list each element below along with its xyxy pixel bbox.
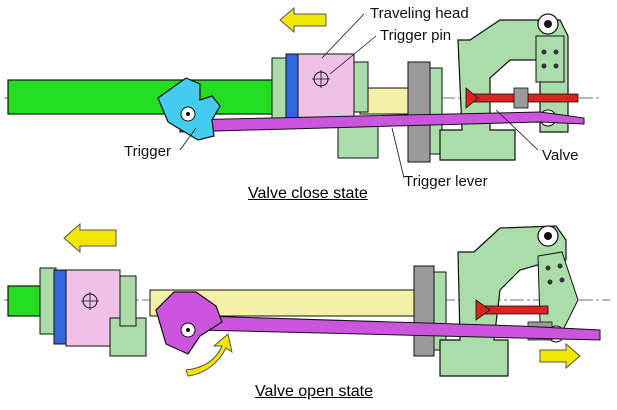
flange-plate — [407, 61, 431, 163]
bolt — [559, 277, 565, 283]
leader-valve — [495, 109, 539, 151]
trigger-lever — [179, 111, 585, 133]
bolt — [557, 263, 563, 269]
caption-open-state: Valve open state — [255, 383, 374, 400]
travel-arrow-left — [63, 222, 117, 254]
head-gear — [53, 269, 67, 345]
open-state-assembly — [4, 222, 610, 377]
label-trigger: Trigger — [124, 143, 171, 160]
head-rim — [119, 275, 137, 327]
label-trigger-pin: Trigger pin — [380, 27, 452, 44]
valve-disc — [475, 299, 491, 321]
label-traveling-head: Traveling head — [370, 5, 469, 22]
trigger-pivot-dot — [186, 328, 190, 332]
bolt — [547, 279, 553, 285]
valve-arrow-right — [539, 342, 581, 370]
close-state-assembly — [4, 6, 600, 163]
label-valve: Valve — [542, 147, 579, 164]
trigger-pivot-dot — [186, 112, 190, 116]
valve-nut — [513, 87, 529, 109]
valve-frame — [439, 225, 567, 377]
head-gear — [285, 53, 299, 127]
main-rod — [7, 79, 297, 115]
leader-trigger-pin — [329, 35, 377, 75]
frame-link — [535, 35, 565, 83]
head-rim — [353, 61, 369, 113]
frame-pivot-inner — [544, 20, 552, 28]
rotation-arrow — [185, 333, 233, 377]
caption-close-state: Valve close state — [248, 185, 368, 202]
travel-arrow-left — [279, 6, 327, 34]
bolt — [541, 49, 547, 55]
bolt — [553, 49, 559, 55]
leader-traveling-head — [321, 13, 365, 59]
bolt — [545, 265, 551, 271]
flange-plate — [413, 265, 435, 357]
main-rod — [7, 285, 45, 317]
bolt — [553, 63, 559, 69]
flange-plate-2 — [429, 67, 443, 155]
flange-plate-2 — [433, 271, 447, 351]
frame-pivot-inner — [544, 232, 552, 240]
leader-trigger-lever — [391, 127, 405, 179]
head-body — [297, 53, 355, 125]
bolt — [541, 63, 547, 69]
label-trigger-lever: Trigger lever — [404, 173, 488, 190]
valve-disc — [465, 87, 479, 109]
leader-trigger — [179, 127, 197, 151]
